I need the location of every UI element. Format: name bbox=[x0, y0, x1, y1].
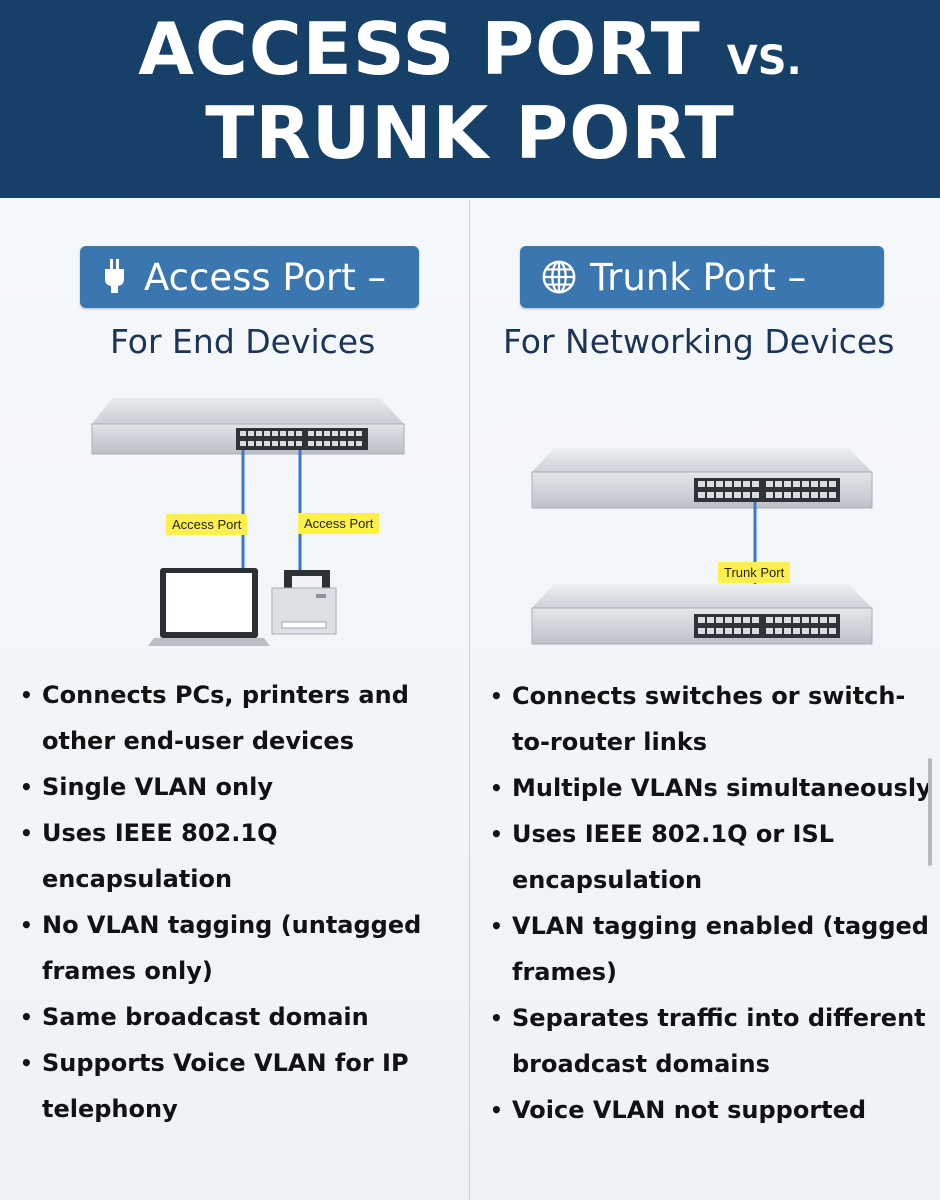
list-item: Supports Voice VLAN for IP telephony bbox=[20, 1040, 460, 1132]
trunk-port-badge: Trunk Port – bbox=[520, 246, 884, 308]
list-item: VLAN tagging enabled (tagged frames) bbox=[490, 903, 935, 995]
trunk-switch-bottom bbox=[531, 584, 873, 645]
scrollbar[interactable] bbox=[928, 758, 932, 866]
list-item: Single VLAN only bbox=[20, 764, 460, 810]
list-item: Connects switches or switch-to-router li… bbox=[490, 673, 935, 765]
header-banner: ACCESS PORT VS. TRUNK PORT bbox=[0, 0, 940, 198]
list-item: No VLAN tagging (untagged frames only) bbox=[20, 902, 460, 994]
trunk-subtitle: For Networking Devices bbox=[503, 322, 895, 361]
list-item: Voice VLAN not supported bbox=[490, 1087, 935, 1133]
access-port-label-left: Access Port bbox=[166, 514, 248, 535]
column-divider bbox=[469, 200, 470, 1200]
access-port-badge: Access Port – bbox=[80, 246, 419, 308]
trunk-switch-top bbox=[531, 448, 873, 509]
access-switch bbox=[91, 398, 405, 455]
access-badge-label: Access Port – bbox=[144, 255, 387, 299]
access-subtitle: For End Devices bbox=[110, 322, 376, 361]
access-diagram bbox=[91, 398, 405, 646]
trunk-diagram bbox=[531, 448, 873, 645]
title-access-port: ACCESS PORT bbox=[138, 7, 701, 91]
list-item: Separates traffic into different broadca… bbox=[490, 995, 935, 1087]
list-item: Connects PCs, printers and other end-use… bbox=[20, 672, 460, 764]
list-item: Same broadcast domain bbox=[20, 994, 460, 1040]
access-port-label-right: Access Port bbox=[298, 513, 380, 534]
access-bullet-list: Connects PCs, printers and other end-use… bbox=[20, 672, 460, 1132]
laptop bbox=[148, 568, 270, 646]
ethernet-plug-icon bbox=[105, 259, 124, 293]
list-item: Multiple VLANs simultaneously bbox=[490, 765, 935, 811]
trunk-port-label: Trunk Port bbox=[718, 562, 791, 583]
title-vs: VS. bbox=[726, 38, 802, 84]
globe-icon bbox=[542, 260, 576, 294]
trunk-badge-label: Trunk Port – bbox=[590, 255, 807, 299]
list-item: Uses IEEE 802.1Q or ISL encapsulation bbox=[490, 811, 935, 903]
title-line-1: ACCESS PORT VS. bbox=[0, 4, 940, 106]
printer bbox=[271, 570, 337, 635]
title-line-2: TRUNK PORT bbox=[205, 91, 735, 175]
list-item: Uses IEEE 802.1Q encapsulation bbox=[20, 810, 460, 902]
trunk-bullet-list: Connects switches or switch-to-router li… bbox=[490, 673, 935, 1133]
